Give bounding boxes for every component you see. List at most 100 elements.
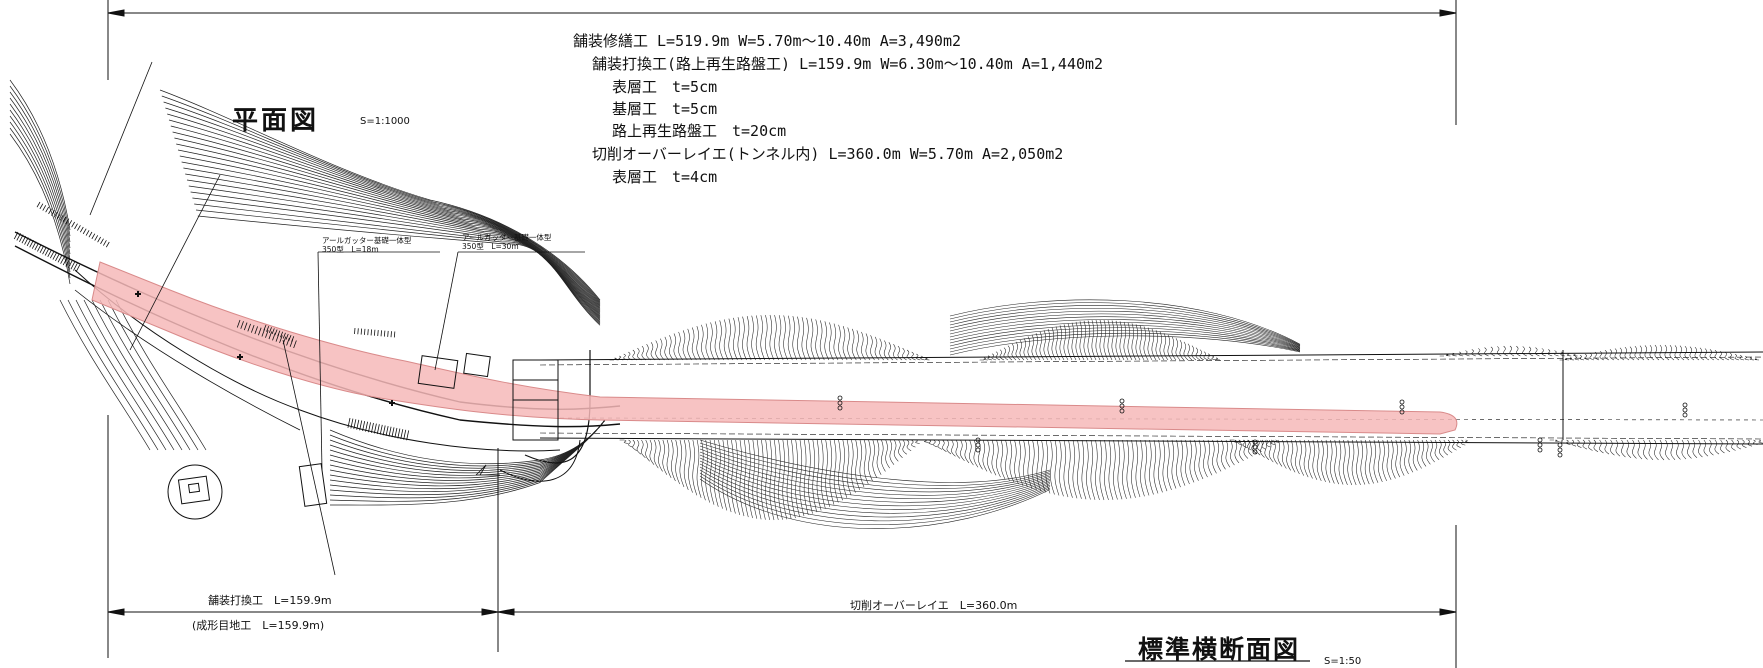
contour-line [59, 299, 151, 451]
contour-line [1564, 358, 1570, 361]
contour-line [699, 451, 1051, 496]
station-mark [1537, 437, 1543, 443]
contour-line [683, 439, 689, 490]
contour-line [1426, 439, 1431, 465]
contour-line [653, 439, 659, 469]
contour-line [659, 338, 665, 361]
contour-line [699, 463, 1051, 510]
contour-line [83, 299, 175, 451]
contour-line [812, 439, 818, 513]
contour-line [797, 316, 802, 361]
contour-line [1234, 439, 1240, 464]
contour-line [699, 445, 1051, 489]
contour-line [737, 317, 743, 361]
contour-line [851, 439, 856, 493]
contour-line [1264, 439, 1270, 461]
station-mark [1557, 452, 1563, 458]
contour-line [1421, 439, 1427, 467]
contour-line [1391, 439, 1396, 479]
contour-line [662, 439, 668, 475]
gutter-1-detail: 350型 L=18m [322, 245, 379, 254]
contour-line [806, 317, 811, 361]
contour-line [1465, 350, 1470, 357]
north-arrow-icon [475, 464, 500, 476]
contour-line [1758, 439, 1763, 444]
contour-line [925, 357, 930, 361]
contour-line [664, 336, 670, 361]
contour-line [1225, 439, 1231, 468]
contour-line [1261, 439, 1267, 450]
contour-line [1127, 322, 1133, 361]
contour-line [765, 439, 770, 520]
contour-line [1103, 319, 1109, 361]
contour-line [1063, 439, 1069, 498]
contour-line [1369, 439, 1374, 484]
contour-line [1614, 348, 1620, 361]
contour-line [75, 299, 167, 451]
contour-line [1063, 324, 1069, 361]
contour-line [170, 125, 601, 308]
contour-line [937, 439, 943, 450]
contour-line [872, 439, 878, 479]
contour-line [1303, 439, 1309, 478]
contour-line [714, 321, 720, 361]
contour-line [838, 439, 843, 501]
contour-line [1577, 439, 1582, 448]
contour-line [172, 131, 601, 309]
contour-line [1126, 439, 1132, 499]
contour-line [949, 330, 1301, 352]
contour-line [701, 324, 706, 361]
contour-line [906, 439, 912, 451]
contour-line [1087, 320, 1093, 361]
contour-line [1079, 321, 1085, 361]
contour-line [1131, 323, 1137, 361]
station-mark [1252, 449, 1258, 455]
contour-line [949, 305, 1301, 346]
contour-line [637, 347, 642, 361]
station-mark [837, 395, 843, 401]
station-mark [1399, 404, 1405, 410]
contour-line [9, 79, 71, 231]
contour-line [1665, 439, 1670, 461]
contour-line [1404, 439, 1409, 475]
contour-line [851, 328, 857, 361]
contour-line [1054, 439, 1060, 496]
contour-line [696, 439, 702, 498]
contour-line [1373, 439, 1379, 483]
contour-line [1211, 355, 1217, 361]
contour-line [1095, 319, 1101, 361]
contour-line [9, 103, 71, 255]
top-dimension-line [107, 0, 1457, 125]
contour-line [1703, 439, 1709, 457]
contour-line [1434, 439, 1440, 461]
contour-line [1068, 439, 1073, 498]
contour-line [185, 173, 601, 318]
contour-line [1316, 439, 1322, 482]
contour-line [1117, 439, 1123, 500]
station-mark [1537, 447, 1543, 453]
contour-line [673, 333, 679, 361]
gutter-2-title: アールガッター基礎一体型 [462, 233, 552, 242]
contour-line [774, 314, 779, 361]
contour-line [769, 314, 775, 361]
contour-line [636, 439, 642, 455]
contour-line [801, 317, 807, 361]
contour-line [1099, 319, 1105, 361]
contour-line [1135, 324, 1141, 361]
contour-line [699, 469, 1051, 518]
contour-line [1477, 348, 1483, 357]
contour-line [1149, 439, 1154, 495]
contour-line [982, 439, 988, 472]
contour-line [1194, 439, 1199, 481]
contour-line [833, 439, 839, 503]
station-mark [837, 400, 843, 406]
contour-line [1604, 439, 1610, 455]
contour-line [911, 439, 916, 448]
contour-line [949, 313, 1301, 348]
contour-line [1412, 439, 1418, 471]
contour-line [855, 439, 860, 490]
contour-line [1720, 439, 1725, 454]
contour-line [1277, 439, 1283, 467]
contour-line [1626, 439, 1632, 459]
contour-line [1115, 320, 1121, 361]
